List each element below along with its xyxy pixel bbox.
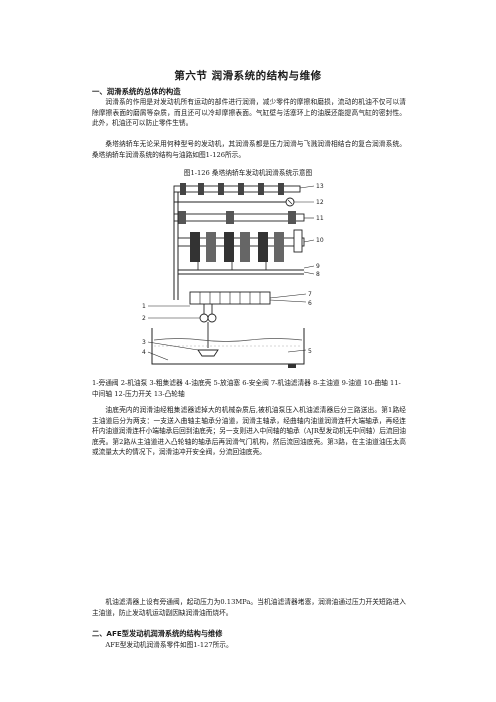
oil-filter-drawing (189, 291, 271, 305)
crankshaft-drawing (177, 229, 305, 262)
oil-flow-paragraph: 油底壳内的润滑油经粗集滤器滤掉大的机械杂质后,被机油泵压入机油滤清器后分三路送出… (92, 406, 406, 457)
figure-caption: 图1-126 桑塔纳轿车发动机润滑系统示意图 (183, 169, 313, 177)
figure-label-9: 9 (316, 263, 320, 270)
camshaft-drawing (173, 183, 301, 195)
figure-number-labels: 1 2 3 4 5 6 7 8 9 10 11 12 13 (142, 183, 324, 356)
figure-label-1: 1 (142, 303, 146, 310)
figure-label-6: 6 (308, 300, 312, 307)
santana-paragraph: 桑塔纳轿车无论采用何种型号的发动机，其润滑系都是压力润滑与飞溅润滑相结合的复合润… (92, 140, 406, 159)
figure-label-13: 13 (316, 183, 324, 190)
pressure-switch-drawing (174, 197, 295, 207)
intro-paragraph: 润滑系的作用是对发动机所有运动的部件进行润滑，减少零件的摩擦和磨损，流动的机油不… (92, 98, 406, 128)
page-title: 第六节 润滑系统的结构与维修 (174, 70, 322, 82)
figure-label-8: 8 (316, 271, 320, 278)
intermediate-shaft-drawing (173, 211, 305, 224)
figure-label-11: 11 (316, 215, 324, 222)
oil-pump-drawing (199, 304, 217, 323)
section-heading-1: 一、润滑系统的总体的构造 (92, 87, 181, 96)
filter-paragraph: 机油滤清器上设有旁通阀，起动压力为0.13MPa。当机油滤清器堵塞，润滑油通过压… (92, 598, 406, 617)
figure-label-7: 7 (308, 291, 312, 298)
figure-label-10: 10 (316, 237, 324, 244)
lubrication-system-diagram: 1 2 3 4 5 6 7 8 9 10 11 12 13 (142, 183, 324, 368)
figure-label-2: 2 (142, 315, 146, 322)
figure-legend: 1-旁通阀 2-机油泵 3-粗集滤器 4-油底壳 5-放油塞 6-安全阀 7-机… (92, 379, 401, 398)
figure-label-4: 4 (142, 349, 146, 356)
section-heading-2: 二、AFE型发动机润滑系统的结构与维修 (92, 629, 223, 638)
figure-label-3: 3 (142, 339, 146, 346)
oil-pan-drawing (151, 328, 305, 368)
figure-label-5: 5 (308, 348, 312, 355)
afe-paragraph: AFE型发动机润滑系零件如图1-127所示。 (105, 641, 233, 649)
strainer-drawing (197, 322, 219, 357)
figure-label-12: 12 (316, 199, 324, 206)
